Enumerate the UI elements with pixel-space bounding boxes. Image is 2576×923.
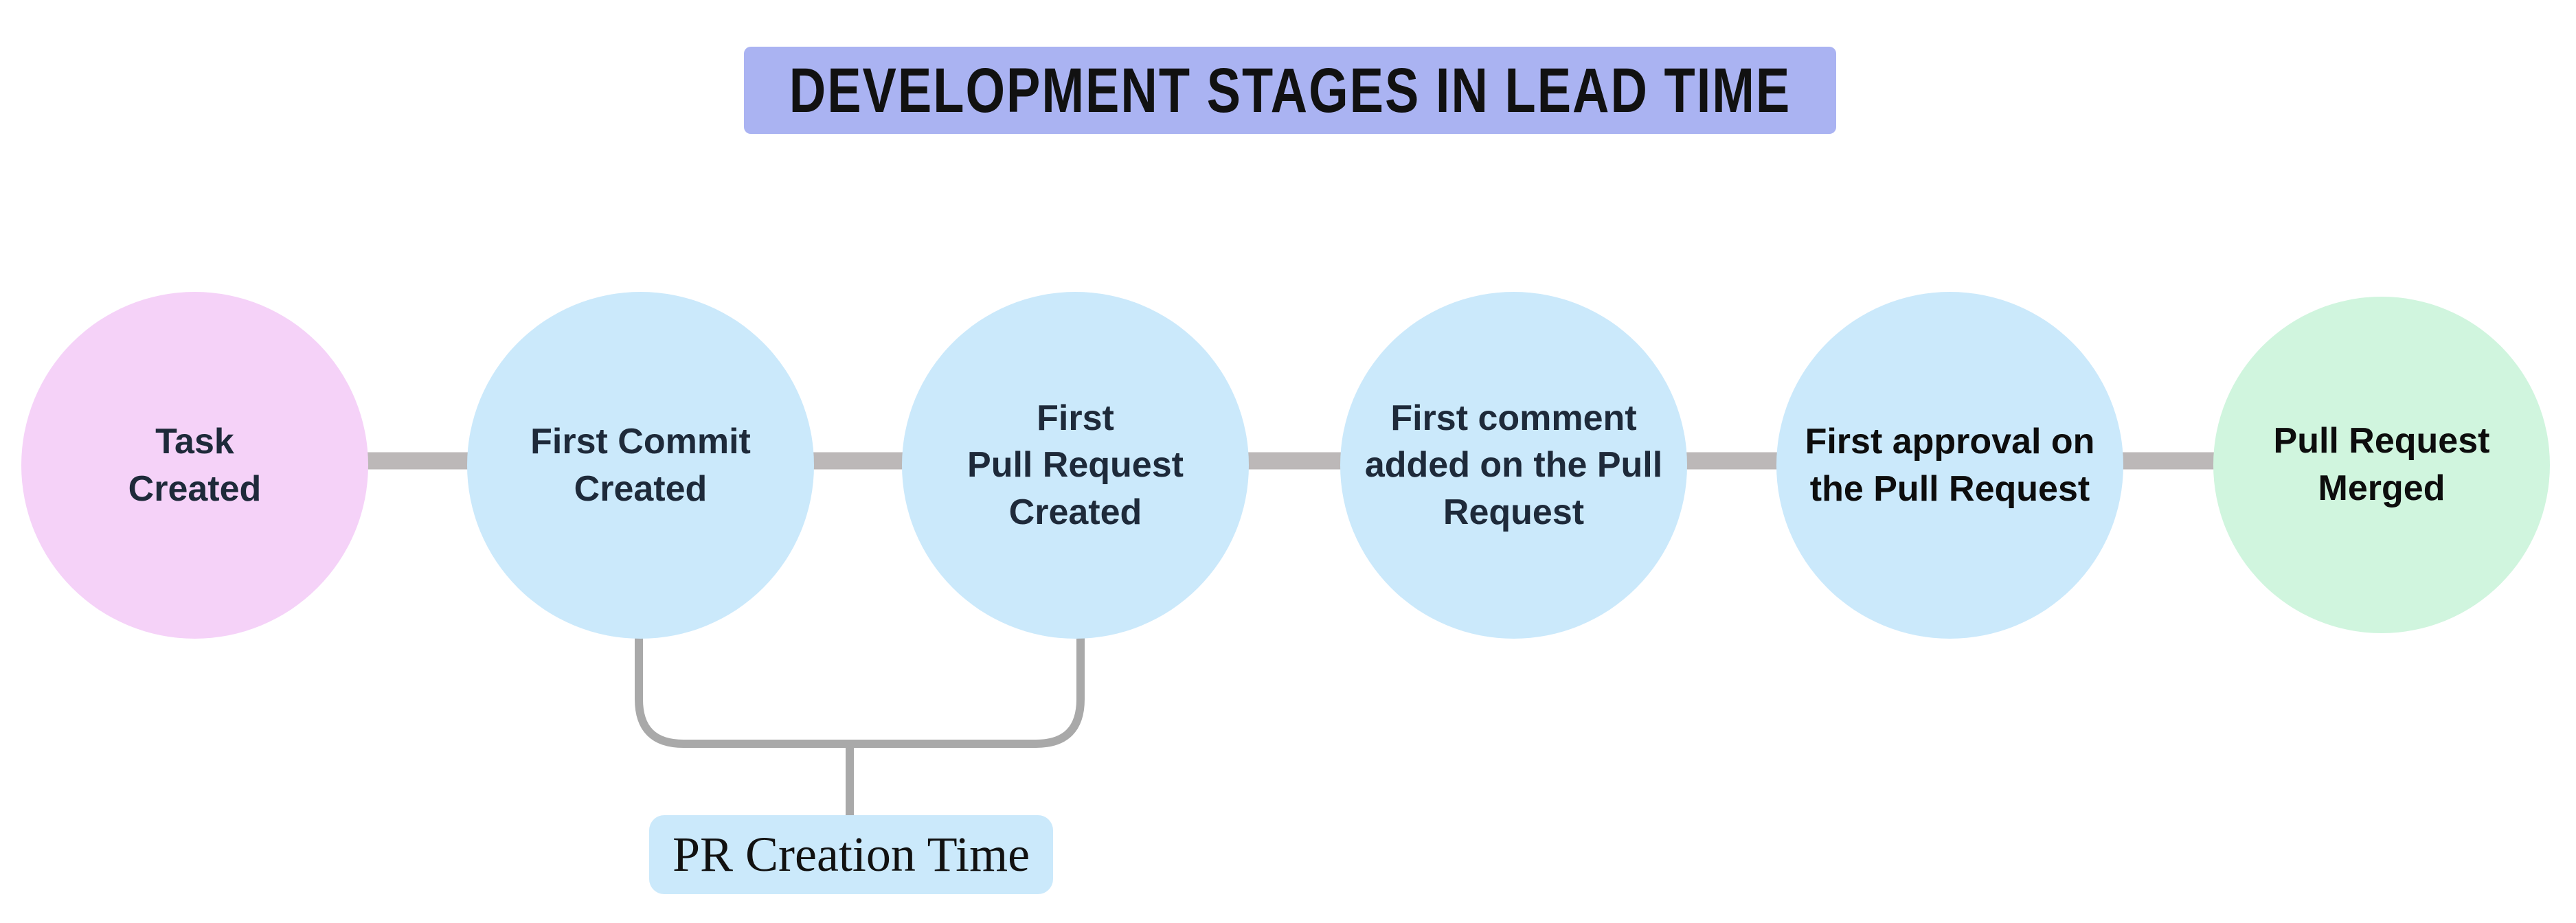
stage-label: Pull Request Merged (2273, 421, 2490, 508)
pr-creation-time-text: PR Creation Time (672, 827, 1030, 882)
stage-node-task-created: Task Created (21, 292, 368, 639)
stage-label: First comment added on the Pull Request (1364, 398, 1663, 532)
page-title: DEVELOPMENT STAGES IN LEAD TIME (789, 55, 1792, 126)
pr-creation-time-label: PR Creation Time (649, 815, 1053, 894)
stage-node-first-comment-added: First comment added on the Pull Request (1340, 292, 1687, 639)
stage-node-pull-request-merged: Pull Request Merged (2213, 297, 2550, 633)
stage-label: First approval on the Pull Request (1805, 421, 2095, 509)
stage-node-first-approval: First approval on the Pull Request (1776, 292, 2123, 639)
stage-node-first-pull-request-created: First Pull Request Created (902, 292, 1249, 639)
stage-label: Task Created (128, 421, 262, 509)
title-banner: DEVELOPMENT STAGES IN LEAD TIME (744, 47, 1836, 134)
stage-label: First Commit Created (530, 421, 751, 509)
stage-label: First Pull Request Created (967, 398, 1184, 532)
stage-node-first-commit-created: First Commit Created (467, 292, 814, 639)
pr-creation-bracket (635, 622, 1085, 821)
